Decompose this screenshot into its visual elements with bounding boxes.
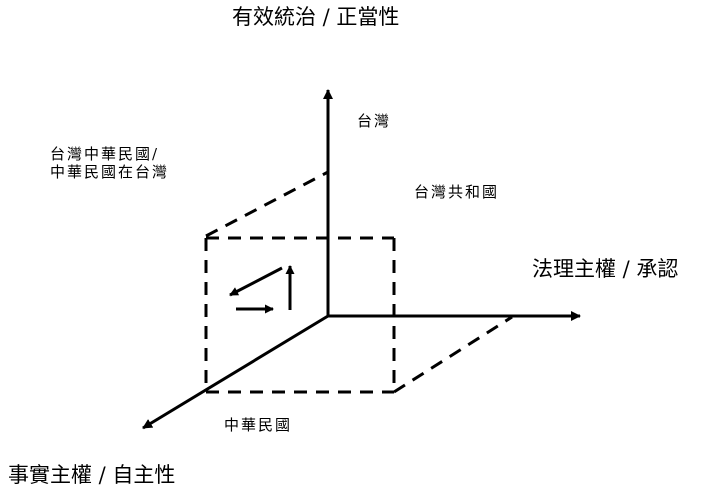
dashed-box bbox=[204, 236, 396, 394]
dashed-diagonal-upper bbox=[205, 170, 329, 238]
region-label-republic-of-taiwan: 台灣共和國 bbox=[414, 183, 500, 201]
axis-down-line bbox=[142, 314, 329, 430]
region-label-taiwan: 台灣 bbox=[357, 112, 392, 130]
axis-up-title: 有效統治 / 正當性 bbox=[232, 5, 400, 29]
small-arrow-diagonal bbox=[229, 266, 283, 297]
axis-down-title: 事實主權 / 自主性 bbox=[8, 463, 176, 487]
dashed-diagonal-lower bbox=[393, 315, 513, 394]
axis-right-title: 法理主權 / 承認 bbox=[532, 257, 679, 281]
region-label-roc-taiwan-line1: 台灣中華民國/ bbox=[50, 145, 160, 163]
region-label-roc-taiwan: 台灣中華民國/ 中華民國在台灣 bbox=[50, 145, 169, 181]
region-label-roc: 中華民國 bbox=[224, 416, 293, 434]
region-label-roc-taiwan-line2: 中華民國在台灣 bbox=[50, 163, 170, 181]
